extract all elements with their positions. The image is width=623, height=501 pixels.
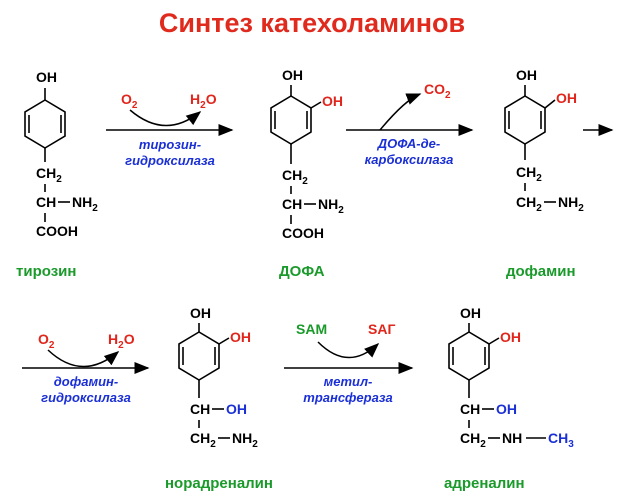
nh-group: NH	[502, 430, 522, 446]
ch2-group: CH2	[282, 167, 308, 187]
h2o-cofactor: H2O	[108, 331, 135, 351]
nh2-group: NH2	[72, 194, 98, 214]
sam-cofactor: SAM	[296, 321, 327, 337]
ch2-group: CH2	[190, 430, 216, 450]
dopa-structure: OH OH CH2 CH NH2 COOH	[270, 67, 344, 241]
dopamine-hydroxylase-label-2: гидроксилаза	[41, 390, 131, 405]
oh-group: OH	[190, 305, 211, 321]
adrenaline-label: адреналин	[444, 475, 525, 492]
ch3-group: CH3	[548, 430, 574, 450]
dopamine-label: дофамин	[506, 263, 576, 280]
benzene-ring	[504, 95, 546, 145]
nh2-group: NH2	[232, 430, 258, 450]
benzene-ring	[178, 331, 220, 381]
dopa-label: ДОФА	[279, 263, 325, 280]
tyrosine-hydroxylase-label-2: гидроксилаза	[125, 153, 215, 168]
reaction-arrow-4: SAM SAГ метил- трансфераза	[284, 321, 414, 405]
oh-group-2: OH	[556, 90, 577, 106]
ch-group: CH	[36, 194, 56, 210]
benzene-ring	[270, 95, 312, 145]
dopamine-hydroxylase-label: дофамин-	[54, 374, 118, 389]
nh2-group: NH2	[318, 196, 344, 216]
ch2-group: CH2	[460, 430, 486, 450]
noradrenaline-label: норадреналин	[165, 475, 273, 492]
adrenaline-structure: OH OH CH OH CH2 NH CH3	[448, 305, 574, 450]
benzene-ring	[24, 99, 66, 149]
cooh-group: COOH	[282, 225, 324, 241]
oh-group: OH	[282, 67, 303, 83]
ch2-group: CH2	[36, 165, 62, 185]
sag-cofactor: SAГ	[368, 321, 395, 337]
dopa-decarboxylase-label: ДОФА-де-	[377, 136, 440, 151]
oh-group-2: OH	[230, 329, 251, 345]
nh2-group: NH2	[558, 194, 584, 214]
dopa-decarboxylase-label-2: карбоксилаза	[365, 152, 454, 167]
noradrenaline-structure: OH OH CH OH CH2 NH2	[178, 305, 258, 450]
reaction-arrow-3: O2 H2O дофамин- гидроксилаза	[22, 331, 150, 405]
oh-group-hydroxyl: OH	[226, 401, 247, 417]
tyrosine-label: тирозин	[16, 263, 76, 280]
reaction-arrow-2: CO2 ДОФА-де- карбоксилаза	[346, 81, 474, 167]
oh-group-new: OH	[322, 93, 343, 109]
page-title: Синтез катехоламинов	[159, 8, 465, 38]
methyltransferase-label-2: трансфераза	[303, 390, 392, 405]
benzene-ring	[448, 331, 490, 381]
oh-group-2: OH	[500, 329, 521, 345]
ch-group: CH	[190, 401, 210, 417]
tyrosine-hydroxylase-label: тирозин-	[139, 137, 201, 152]
o2-cofactor: O2	[38, 331, 55, 351]
reaction-arrow-1: O2 H2O тирозин- гидроксилаза	[106, 91, 234, 168]
co2-cofactor: CO2	[424, 81, 451, 101]
oh-group: OH	[36, 69, 57, 85]
tyrosine-structure: OH CH2 CH NH2 COOH	[24, 69, 98, 239]
ch2-group-2: CH2	[516, 194, 542, 214]
o2-cofactor: O2	[121, 91, 138, 111]
ch-group: CH	[460, 401, 480, 417]
h2o-cofactor: H2O	[190, 91, 217, 111]
oh-group: OH	[460, 305, 481, 321]
cooh-group: COOH	[36, 223, 78, 239]
ch2-group: CH2	[516, 164, 542, 184]
oh-group: OH	[516, 67, 537, 83]
methyltransferase-label: метил-	[324, 374, 373, 389]
ch-group: CH	[282, 196, 302, 212]
dopamine-structure: OH OH CH2 CH2 NH2	[504, 67, 584, 214]
oh-group-hydroxyl: OH	[496, 401, 517, 417]
